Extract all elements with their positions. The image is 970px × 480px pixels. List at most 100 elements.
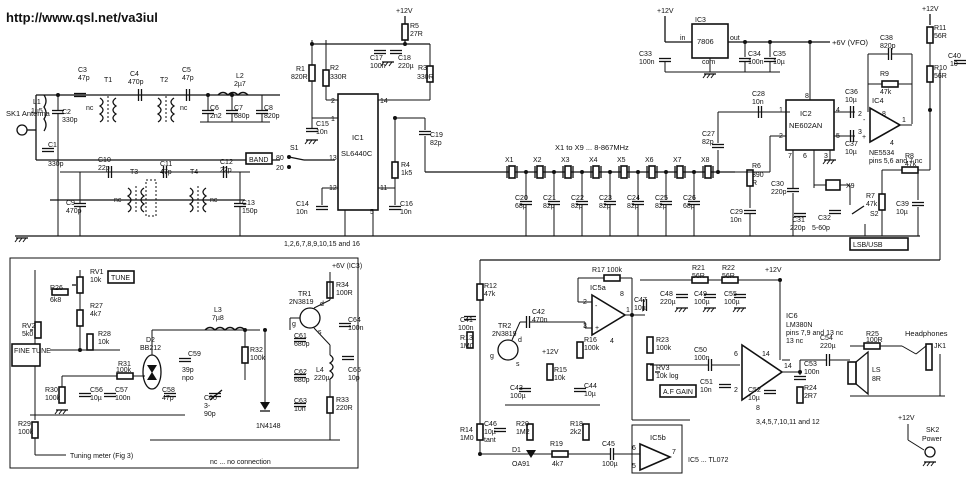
coil-l1	[43, 94, 47, 132]
svg-text:NE602AN: NE602AN	[789, 121, 822, 130]
svg-text:330R: 330R	[417, 74, 434, 81]
svg-text:56R: 56R	[934, 33, 947, 40]
svg-text:C36: C36	[845, 89, 858, 96]
svg-text:2: 2	[858, 111, 862, 118]
svg-text:LM380N: LM380N	[786, 322, 812, 329]
svg-text:BB212: BB212	[140, 345, 161, 352]
svg-text:R3: R3	[418, 65, 427, 72]
svg-text:+: +	[862, 134, 866, 141]
svg-text:3-: 3-	[204, 403, 211, 410]
svg-text:C13: C13	[242, 200, 255, 207]
lsb-usb-label-box	[849, 237, 909, 251]
svg-text:C2: C2	[62, 109, 71, 116]
svg-text:2k2: 2k2	[570, 429, 581, 436]
svg-text:R15: R15	[554, 367, 567, 374]
af-gain-label: A.F GAIN	[663, 389, 693, 396]
svg-text:C53: C53	[804, 361, 817, 368]
svg-text:82p: 82p	[702, 139, 714, 146]
svg-text:R24: R24	[804, 385, 817, 392]
svg-text:R27: R27	[90, 303, 103, 310]
svg-text:100n: 100n	[458, 325, 474, 332]
band-switch-s1[interactable]	[288, 156, 305, 161]
svg-text:C22: C22	[571, 195, 584, 202]
svg-text:C31: C31	[792, 217, 805, 224]
svg-text:10p: 10p	[348, 375, 360, 382]
svg-text:R7: R7	[866, 193, 875, 200]
svg-text:R20: R20	[516, 421, 529, 428]
svg-text:100R: 100R	[336, 290, 353, 297]
ic1-sl6440c	[337, 93, 379, 211]
svg-text:R29: R29	[18, 421, 31, 428]
svg-text:330R: 330R	[330, 74, 347, 81]
svg-text:100µ: 100µ	[694, 299, 710, 306]
svg-text:C38: C38	[880, 35, 893, 42]
svg-text:d: d	[518, 337, 522, 344]
svg-text:S2: S2	[870, 211, 879, 218]
svg-text:R8: R8	[905, 153, 914, 160]
svg-text:C26: C26	[683, 195, 696, 202]
power-connector-sk2[interactable]	[924, 446, 936, 458]
svg-text:80: 80	[276, 155, 284, 162]
svg-text:R30: R30	[45, 387, 58, 394]
svg-text:X1: X1	[505, 157, 514, 164]
ic5-note: IC5 ... TL072	[688, 457, 728, 464]
sideband-switch-s2[interactable]	[851, 205, 865, 215]
svg-text:8: 8	[620, 291, 624, 298]
svg-text:C4: C4	[130, 71, 139, 78]
svg-text:7806: 7806	[697, 37, 714, 46]
svg-text:8: 8	[882, 111, 886, 118]
svg-text:C8: C8	[264, 105, 273, 112]
svg-text:100k: 100k	[45, 395, 61, 402]
svg-text:C33: C33	[639, 51, 652, 58]
headphone-jack-jk1[interactable]	[925, 343, 933, 371]
svg-text:RV3: RV3	[656, 365, 670, 372]
svg-text:+6V (IC3): +6V (IC3)	[332, 263, 362, 270]
svg-text:C41: C41	[460, 317, 473, 324]
svg-text:C35: C35	[773, 51, 786, 58]
svg-text:6: 6	[734, 351, 738, 358]
svg-text:47p: 47p	[182, 75, 194, 82]
svg-text:13 nc: 13 nc	[786, 338, 804, 345]
svg-text:L4: L4	[316, 367, 324, 374]
transformer-t2	[156, 97, 162, 123]
svg-text:LS: LS	[872, 367, 881, 374]
svg-text:47k: 47k	[866, 201, 878, 208]
sk1-label: SK1 Antenna	[6, 109, 51, 118]
svg-text:T1: T1	[104, 77, 112, 84]
svg-text:3: 3	[824, 153, 828, 160]
svg-text:39p: 39p	[182, 367, 194, 374]
svg-text:R26: R26	[50, 285, 63, 292]
svg-text:220µ: 220µ	[314, 375, 330, 382]
svg-text:5k0: 5k0	[22, 331, 33, 338]
svg-text:C60: C60	[204, 395, 217, 402]
svg-text:-: -	[595, 303, 598, 310]
svg-text:68p: 68p	[515, 203, 527, 210]
svg-text:220µ: 220µ	[820, 343, 836, 350]
fine-tune-label-box	[11, 343, 41, 367]
svg-text:10µ: 10µ	[845, 149, 857, 156]
svg-text:C27: C27	[702, 131, 715, 138]
svg-text:IC6: IC6	[786, 311, 798, 320]
svg-text:g: g	[490, 353, 494, 360]
svg-text:220µ: 220µ	[398, 63, 414, 70]
svg-text:14: 14	[380, 98, 388, 105]
svg-text:C16: C16	[400, 201, 413, 208]
svg-text:100n: 100n	[348, 325, 364, 332]
svg-text:2µ7: 2µ7	[234, 81, 246, 88]
tuning-meter-label: Tuning meter (Fig 3)	[70, 453, 133, 460]
svg-text:R19: R19	[550, 441, 563, 448]
svg-text:X5: X5	[617, 157, 626, 164]
svg-text:R11: R11	[934, 25, 946, 32]
svg-text:IC2: IC2	[800, 109, 812, 118]
svg-text:C1: C1	[48, 142, 57, 149]
svg-text:2N3819: 2N3819	[289, 299, 314, 306]
svg-text:820R: 820R	[291, 74, 308, 81]
trimmer-c60[interactable]	[209, 389, 223, 401]
svg-text:R25: R25	[866, 331, 879, 338]
svg-text:R33: R33	[336, 397, 349, 404]
svg-text:X2: X2	[533, 157, 542, 164]
svg-text:10n: 10n	[294, 406, 306, 413]
svg-text:R32: R32	[250, 347, 263, 354]
svg-text:6: 6	[632, 445, 636, 452]
